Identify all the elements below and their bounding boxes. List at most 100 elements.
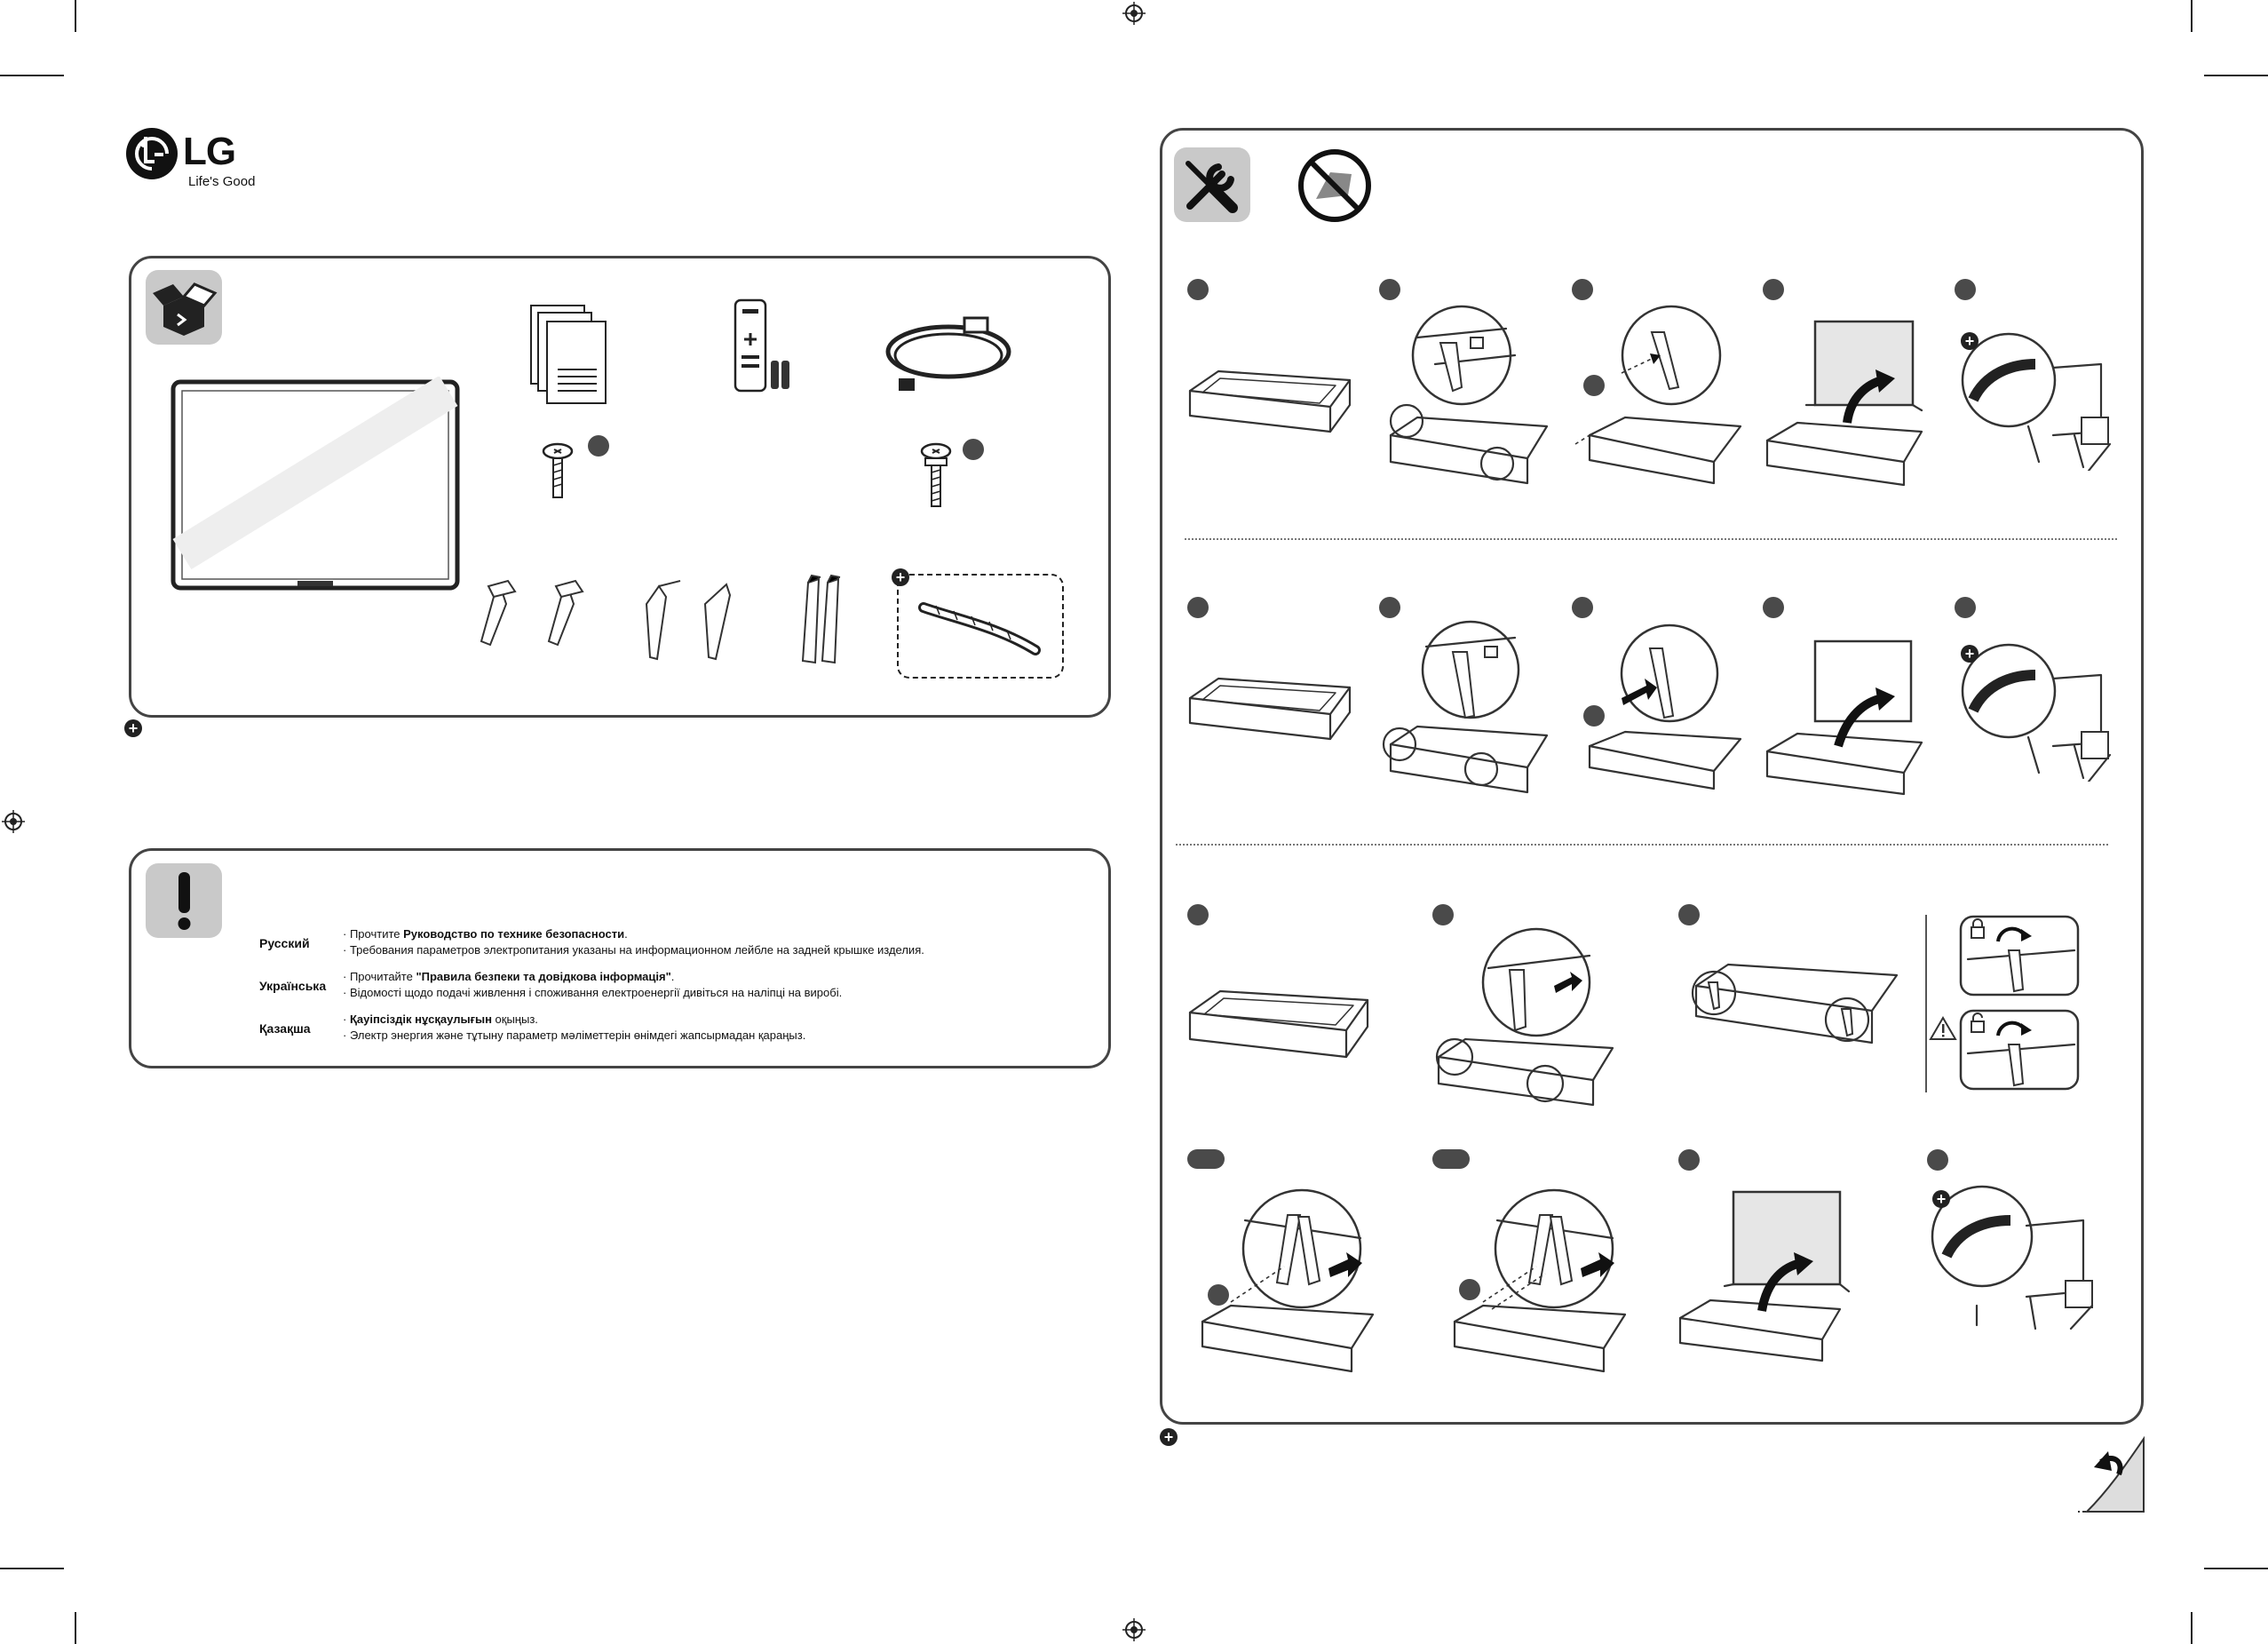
safety-panel bbox=[129, 848, 1111, 1068]
plus-circle-icon: + bbox=[124, 719, 142, 737]
step-3-badge bbox=[1678, 904, 1700, 925]
screw-stand-zoom-illustration bbox=[1201, 1188, 1375, 1373]
step-6-badge bbox=[1927, 1149, 1948, 1171]
step-1-badge bbox=[1187, 597, 1209, 618]
logo-tagline: Life's Good bbox=[188, 174, 256, 189]
plus-circle-icon: + bbox=[892, 568, 909, 586]
crop-mark bbox=[2191, 0, 2193, 32]
screw-b-badge bbox=[1459, 1279, 1480, 1300]
step-2-badge bbox=[1432, 904, 1454, 925]
logo-text: LG bbox=[183, 130, 236, 173]
manuals-icon bbox=[530, 305, 607, 404]
cable-holder-zoom-illustration bbox=[1961, 643, 2112, 782]
registration-mark-icon bbox=[1122, 2, 1146, 25]
step-4-1-badge bbox=[1187, 1149, 1225, 1169]
crop-mark bbox=[75, 1612, 76, 1644]
plus-circle-icon: + bbox=[1160, 1428, 1178, 1446]
step-5-badge bbox=[1955, 279, 1976, 300]
lift-tv-illustration bbox=[1765, 320, 1923, 487]
crop-mark bbox=[75, 0, 76, 32]
plus-circle-icon: + bbox=[1961, 332, 1979, 350]
stand-attach-zoom-illustration bbox=[1382, 620, 1549, 794]
lg-face-logo-icon bbox=[126, 128, 178, 179]
step-2-badge bbox=[1379, 279, 1400, 300]
registration-mark-icon bbox=[2, 810, 25, 833]
safety-instruction-line: · Прочтите Руководство по технике безопа… bbox=[343, 927, 628, 941]
step-2-badge bbox=[1379, 597, 1400, 618]
registration-mark-icon bbox=[1122, 1618, 1146, 1641]
crop-mark bbox=[0, 1568, 64, 1569]
tools-tile bbox=[1174, 147, 1250, 222]
warning-tile bbox=[146, 863, 222, 938]
bullet-dot: · bbox=[343, 1028, 350, 1042]
screw-stand-zoom-illustration bbox=[1453, 1188, 1627, 1373]
bullet-dot: · bbox=[343, 970, 350, 983]
safety-instruction-line: · Қауіпсіздік нұсқаулығын оқыңыз. bbox=[343, 1013, 538, 1026]
section-divider bbox=[1185, 538, 2117, 540]
step-5-badge bbox=[1678, 1149, 1700, 1171]
crop-mark bbox=[0, 75, 64, 76]
screw-stand-zoom-illustration bbox=[1588, 623, 1742, 790]
screw-b-badge bbox=[963, 439, 984, 460]
page-turn-icon bbox=[2078, 1435, 2145, 1513]
bullet-dot: · bbox=[343, 927, 350, 941]
screw-icon bbox=[920, 442, 952, 507]
screw-icon bbox=[542, 442, 574, 498]
stand-attach-zoom-illustration bbox=[1389, 305, 1549, 485]
safety-instruction-line: · Прочитайте "Правила безпеки та довідко… bbox=[343, 970, 675, 983]
exclamation-icon bbox=[178, 872, 191, 930]
bullet-dot: · bbox=[343, 1013, 350, 1026]
lg-logo: LG Life's Good bbox=[124, 124, 284, 195]
cable-holder-zoom-illustration bbox=[1931, 1185, 2094, 1330]
vertical-divider bbox=[1925, 915, 1927, 1092]
unlock-stand-illustration bbox=[1959, 1009, 2080, 1091]
safety-instruction-line: · Відомості щодо подачі живлення і спожи… bbox=[343, 986, 843, 999]
crop-mark bbox=[2204, 1568, 2268, 1569]
safety-emphasis: Қауіпсіздік нұсқаулығын bbox=[349, 1013, 492, 1026]
tv-on-box-illustration bbox=[1188, 369, 1352, 433]
tv-on-box-illustration bbox=[1188, 989, 1369, 1059]
screw-b-badge bbox=[1208, 1284, 1229, 1306]
step-3-badge bbox=[1572, 279, 1593, 300]
lock-stand-illustration bbox=[1959, 915, 2080, 997]
wrench-screwdriver-icon bbox=[1186, 161, 1238, 213]
cable-holder-optional-box bbox=[897, 574, 1064, 679]
bullet-dot: · bbox=[343, 943, 350, 957]
safety-instruction-line: · Требования параметров электропитания у… bbox=[343, 943, 924, 957]
caution-triangle-icon bbox=[1929, 1016, 1957, 1040]
box-tile bbox=[146, 270, 222, 345]
no-power-tool-icon bbox=[1298, 149, 1371, 222]
screw-a-badge bbox=[1583, 375, 1605, 396]
stand-pair-type2-icon bbox=[645, 580, 732, 661]
cable-holder-icon bbox=[918, 602, 1041, 655]
stand-pair-type3-icon bbox=[801, 574, 841, 664]
tv-illustration bbox=[170, 377, 460, 591]
crop-mark bbox=[2204, 75, 2268, 76]
step-1-badge bbox=[1187, 279, 1209, 300]
step-5-badge bbox=[1955, 597, 1976, 618]
stands-placed-illustration bbox=[1691, 963, 1899, 1044]
screw-a-badge bbox=[1583, 705, 1605, 727]
step-1-badge bbox=[1187, 904, 1209, 925]
tv-on-box-illustration bbox=[1188, 677, 1352, 741]
step-3-badge bbox=[1572, 597, 1593, 618]
safety-emphasis: Руководство по технике безопасности bbox=[403, 927, 625, 941]
cable-holder-zoom-illustration bbox=[1961, 332, 2112, 471]
step-4-2-badge bbox=[1432, 1149, 1470, 1169]
plus-circle-icon: + bbox=[1961, 645, 1979, 663]
crop-mark bbox=[2191, 1612, 2193, 1644]
safety-instruction-line: · Электр энергия және тұтыну параметр мә… bbox=[343, 1028, 806, 1042]
safety-emphasis: "Правила безпеки та довідкова інформація… bbox=[416, 970, 671, 983]
safety-language-label: Русский bbox=[259, 936, 310, 950]
power-cord-icon bbox=[885, 316, 1011, 391]
safety-language-label: Қазақша bbox=[259, 1021, 311, 1036]
screw-stand-zoom-illustration bbox=[1574, 305, 1742, 485]
safety-language-label: Українська bbox=[259, 979, 327, 993]
screw-a-badge bbox=[588, 435, 609, 457]
lift-tv-illustration bbox=[1765, 639, 1923, 796]
stand-pair-type1-icon bbox=[480, 579, 584, 647]
step-4-badge bbox=[1763, 279, 1784, 300]
step-4-badge bbox=[1763, 597, 1784, 618]
plus-circle-icon: + bbox=[1932, 1190, 1950, 1208]
stand-attach-zoom-illustration bbox=[1435, 927, 1614, 1107]
